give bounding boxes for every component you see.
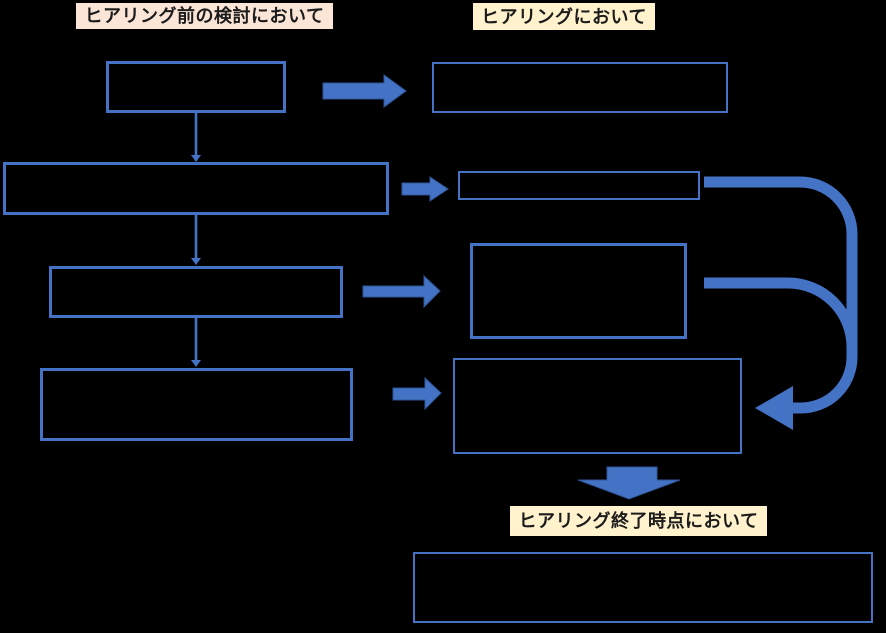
flow-box-pre-step-4 — [40, 368, 353, 441]
flow-box-hearing-step-2 — [458, 171, 700, 200]
section-label-end-of-hearing: ヒアリング終了時点において — [510, 506, 767, 536]
flow-box-end-step-1 — [413, 552, 873, 623]
curved-arrow-head — [755, 386, 793, 430]
flow-box-pre-step-2 — [3, 162, 389, 215]
flow-box-hearing-step-3 — [470, 243, 687, 339]
right-block-arrow-2 — [401, 176, 449, 202]
curved-arrow-middle — [704, 277, 858, 348]
right-block-arrow-1 — [322, 74, 407, 108]
section-label-during-hearing: ヒアリングにおいて — [473, 3, 655, 30]
right-block-arrow-4 — [392, 376, 442, 411]
flow-box-hearing-step-1 — [432, 62, 728, 113]
flow-box-pre-step-3 — [49, 266, 343, 318]
down-connector-arrow-2 — [191, 215, 201, 265]
right-block-arrow-3 — [362, 274, 441, 309]
down-connector-arrow-3 — [191, 318, 201, 367]
down-connector-arrow-1 — [191, 113, 201, 162]
down-block-arrow — [577, 466, 681, 500]
curved-arrow-upper — [704, 176, 858, 414]
flow-box-hearing-step-4 — [453, 358, 742, 454]
flow-box-pre-step-1 — [106, 61, 286, 113]
section-label-before-hearing: ヒアリング前の検討において — [76, 3, 333, 29]
